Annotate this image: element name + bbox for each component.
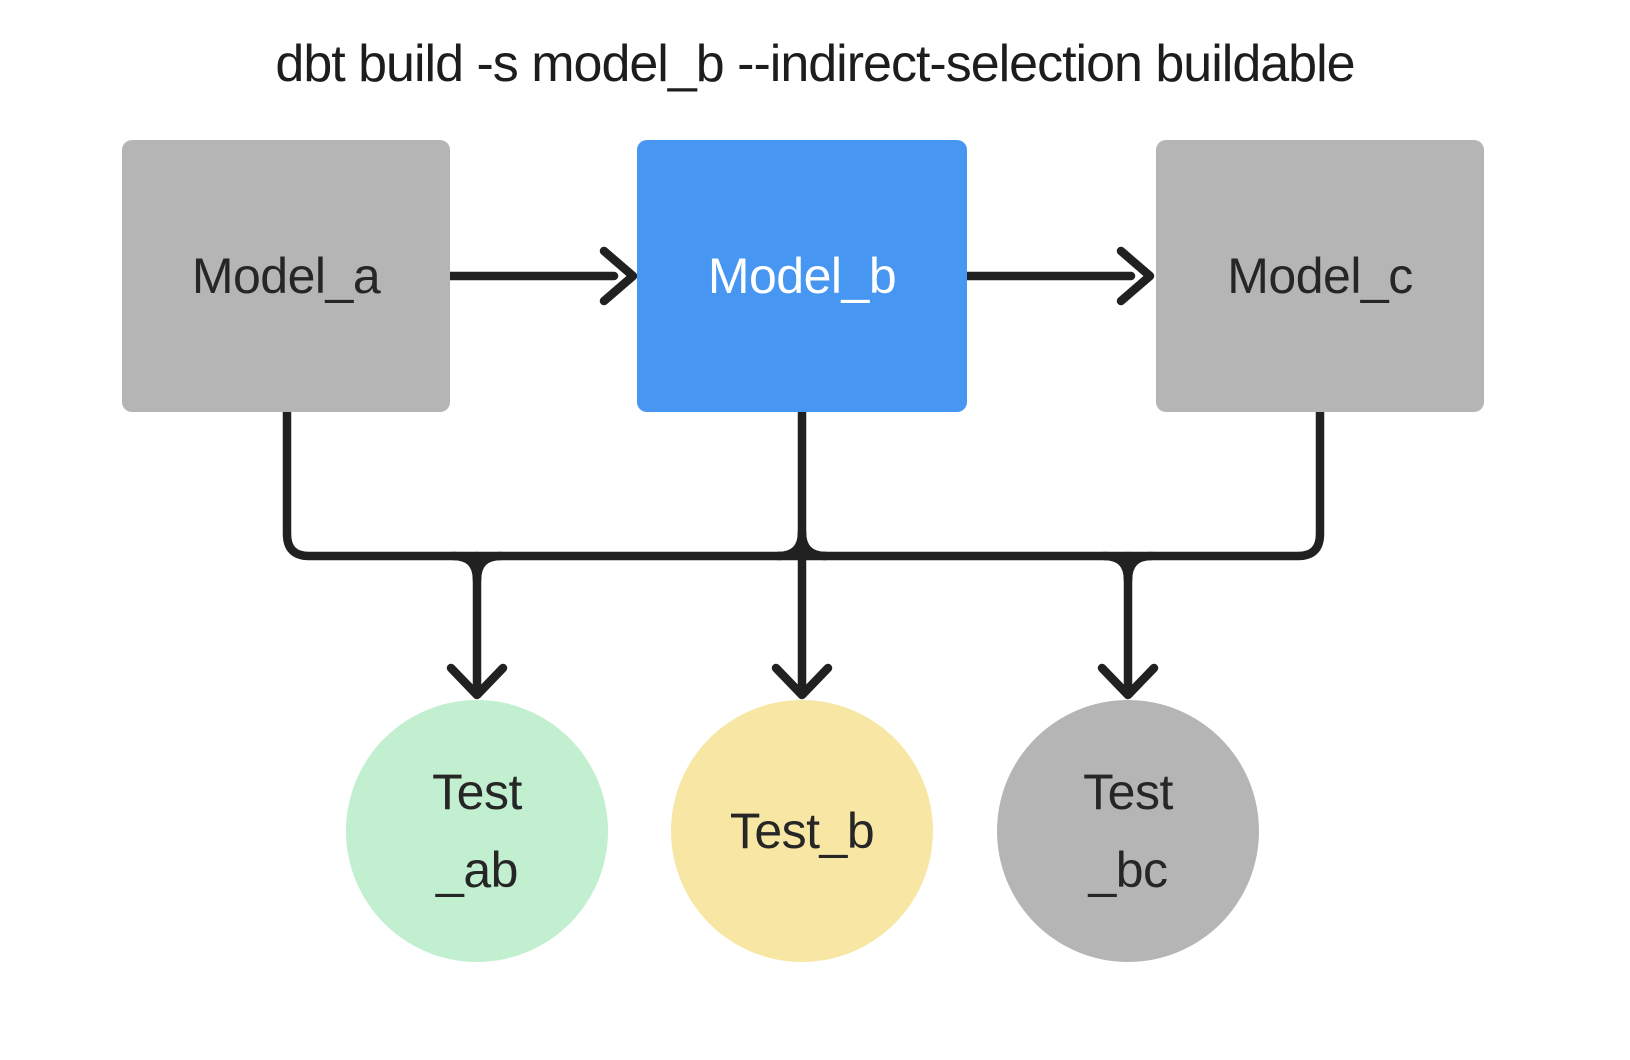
node-test-ab-label-line1: Test bbox=[432, 764, 522, 820]
arrowhead-into-test-ab-icon bbox=[446, 663, 508, 700]
node-test-ab-label-line2: _ab bbox=[436, 842, 518, 898]
diagram-title: dbt build -s model_b --indirect-selectio… bbox=[275, 35, 1355, 93]
node-test-bc-label-line2: _bc bbox=[1088, 842, 1168, 898]
node-test-bc: Test _bc bbox=[997, 700, 1259, 962]
node-test-b-label-line1: Test_b bbox=[729, 803, 875, 859]
arrowhead-into-model-b-icon bbox=[599, 246, 638, 306]
node-test-bc-label-line1: Test bbox=[1083, 764, 1173, 820]
node-model-b: Model_b bbox=[637, 140, 967, 412]
fillet-test-bc-right bbox=[1123, 551, 1157, 585]
fillet-model-b-crossing-right bbox=[797, 527, 831, 561]
fillet-test-ab-right bbox=[472, 551, 506, 585]
arrowhead-into-model-c-icon bbox=[1116, 246, 1155, 306]
node-model-c: Model_c bbox=[1156, 140, 1484, 412]
node-model-c-label: Model_c bbox=[1227, 248, 1413, 304]
node-model-b-label: Model_b bbox=[707, 248, 897, 304]
node-test-ab: Test _ab bbox=[346, 700, 608, 962]
node-test-b: Test_b bbox=[671, 700, 933, 962]
node-model-a: Model_a bbox=[122, 140, 450, 412]
node-model-a-label: Model_a bbox=[191, 248, 381, 304]
arrowhead-into-test-bc-icon bbox=[1097, 663, 1159, 700]
arrowhead-into-test-b-icon bbox=[771, 663, 833, 700]
